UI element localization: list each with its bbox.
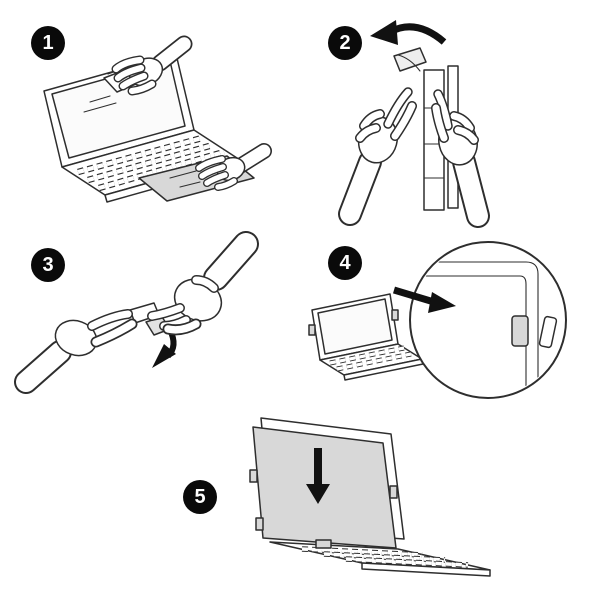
hand-icon — [147, 231, 259, 336]
pointer-arrow-icon — [392, 286, 456, 313]
hand-icon — [431, 89, 490, 228]
step-4-illustration — [308, 241, 567, 399]
keyboard-keys — [329, 345, 412, 372]
step-2-illustration — [338, 20, 490, 228]
step-4-badge: 4 — [328, 246, 362, 280]
step-1-badge: 1 — [31, 26, 65, 60]
hand-icon — [195, 143, 272, 191]
peeled-tab-icon — [393, 47, 427, 72]
step-1-illustration — [43, 35, 272, 203]
hand-icon — [14, 309, 138, 394]
step-5-number: 5 — [194, 486, 206, 508]
step-4-number: 4 — [339, 252, 351, 274]
step-3-badge: 3 — [31, 248, 65, 282]
step-5-badge: 5 — [183, 480, 217, 514]
keyboard-keys — [77, 134, 225, 192]
step-5-illustration — [249, 417, 491, 577]
peel-direction-arrow-icon — [370, 20, 447, 45]
step-2-number: 2 — [339, 32, 351, 54]
laptop-keyboard-icon — [269, 541, 491, 577]
fold-direction-arrow-icon — [152, 328, 177, 368]
hand-icon — [338, 87, 417, 226]
hand-icon — [111, 35, 193, 96]
tab-icon — [249, 469, 398, 549]
laptop-icon — [308, 293, 424, 381]
detail-circle-icon — [409, 241, 567, 399]
liner-icon — [538, 315, 558, 349]
step-2-badge: 2 — [328, 26, 362, 60]
tab-icon — [391, 309, 399, 321]
tab-icon — [308, 324, 316, 336]
step-3-illustration — [14, 231, 259, 394]
step-1-number: 1 — [42, 32, 54, 54]
step-3-number: 3 — [42, 254, 54, 276]
slide-down-arrow-icon — [306, 448, 330, 504]
tab-icon — [511, 315, 529, 347]
